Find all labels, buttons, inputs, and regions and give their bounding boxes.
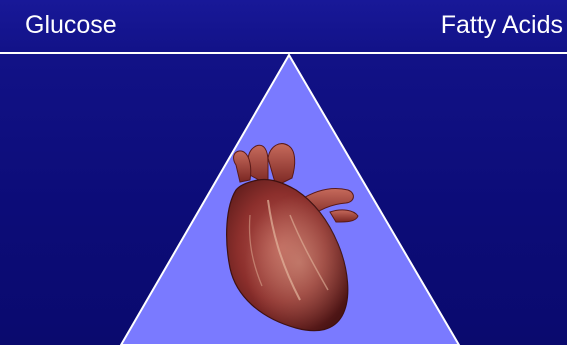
energy-substrate-triangle-diagram: [0, 0, 567, 345]
